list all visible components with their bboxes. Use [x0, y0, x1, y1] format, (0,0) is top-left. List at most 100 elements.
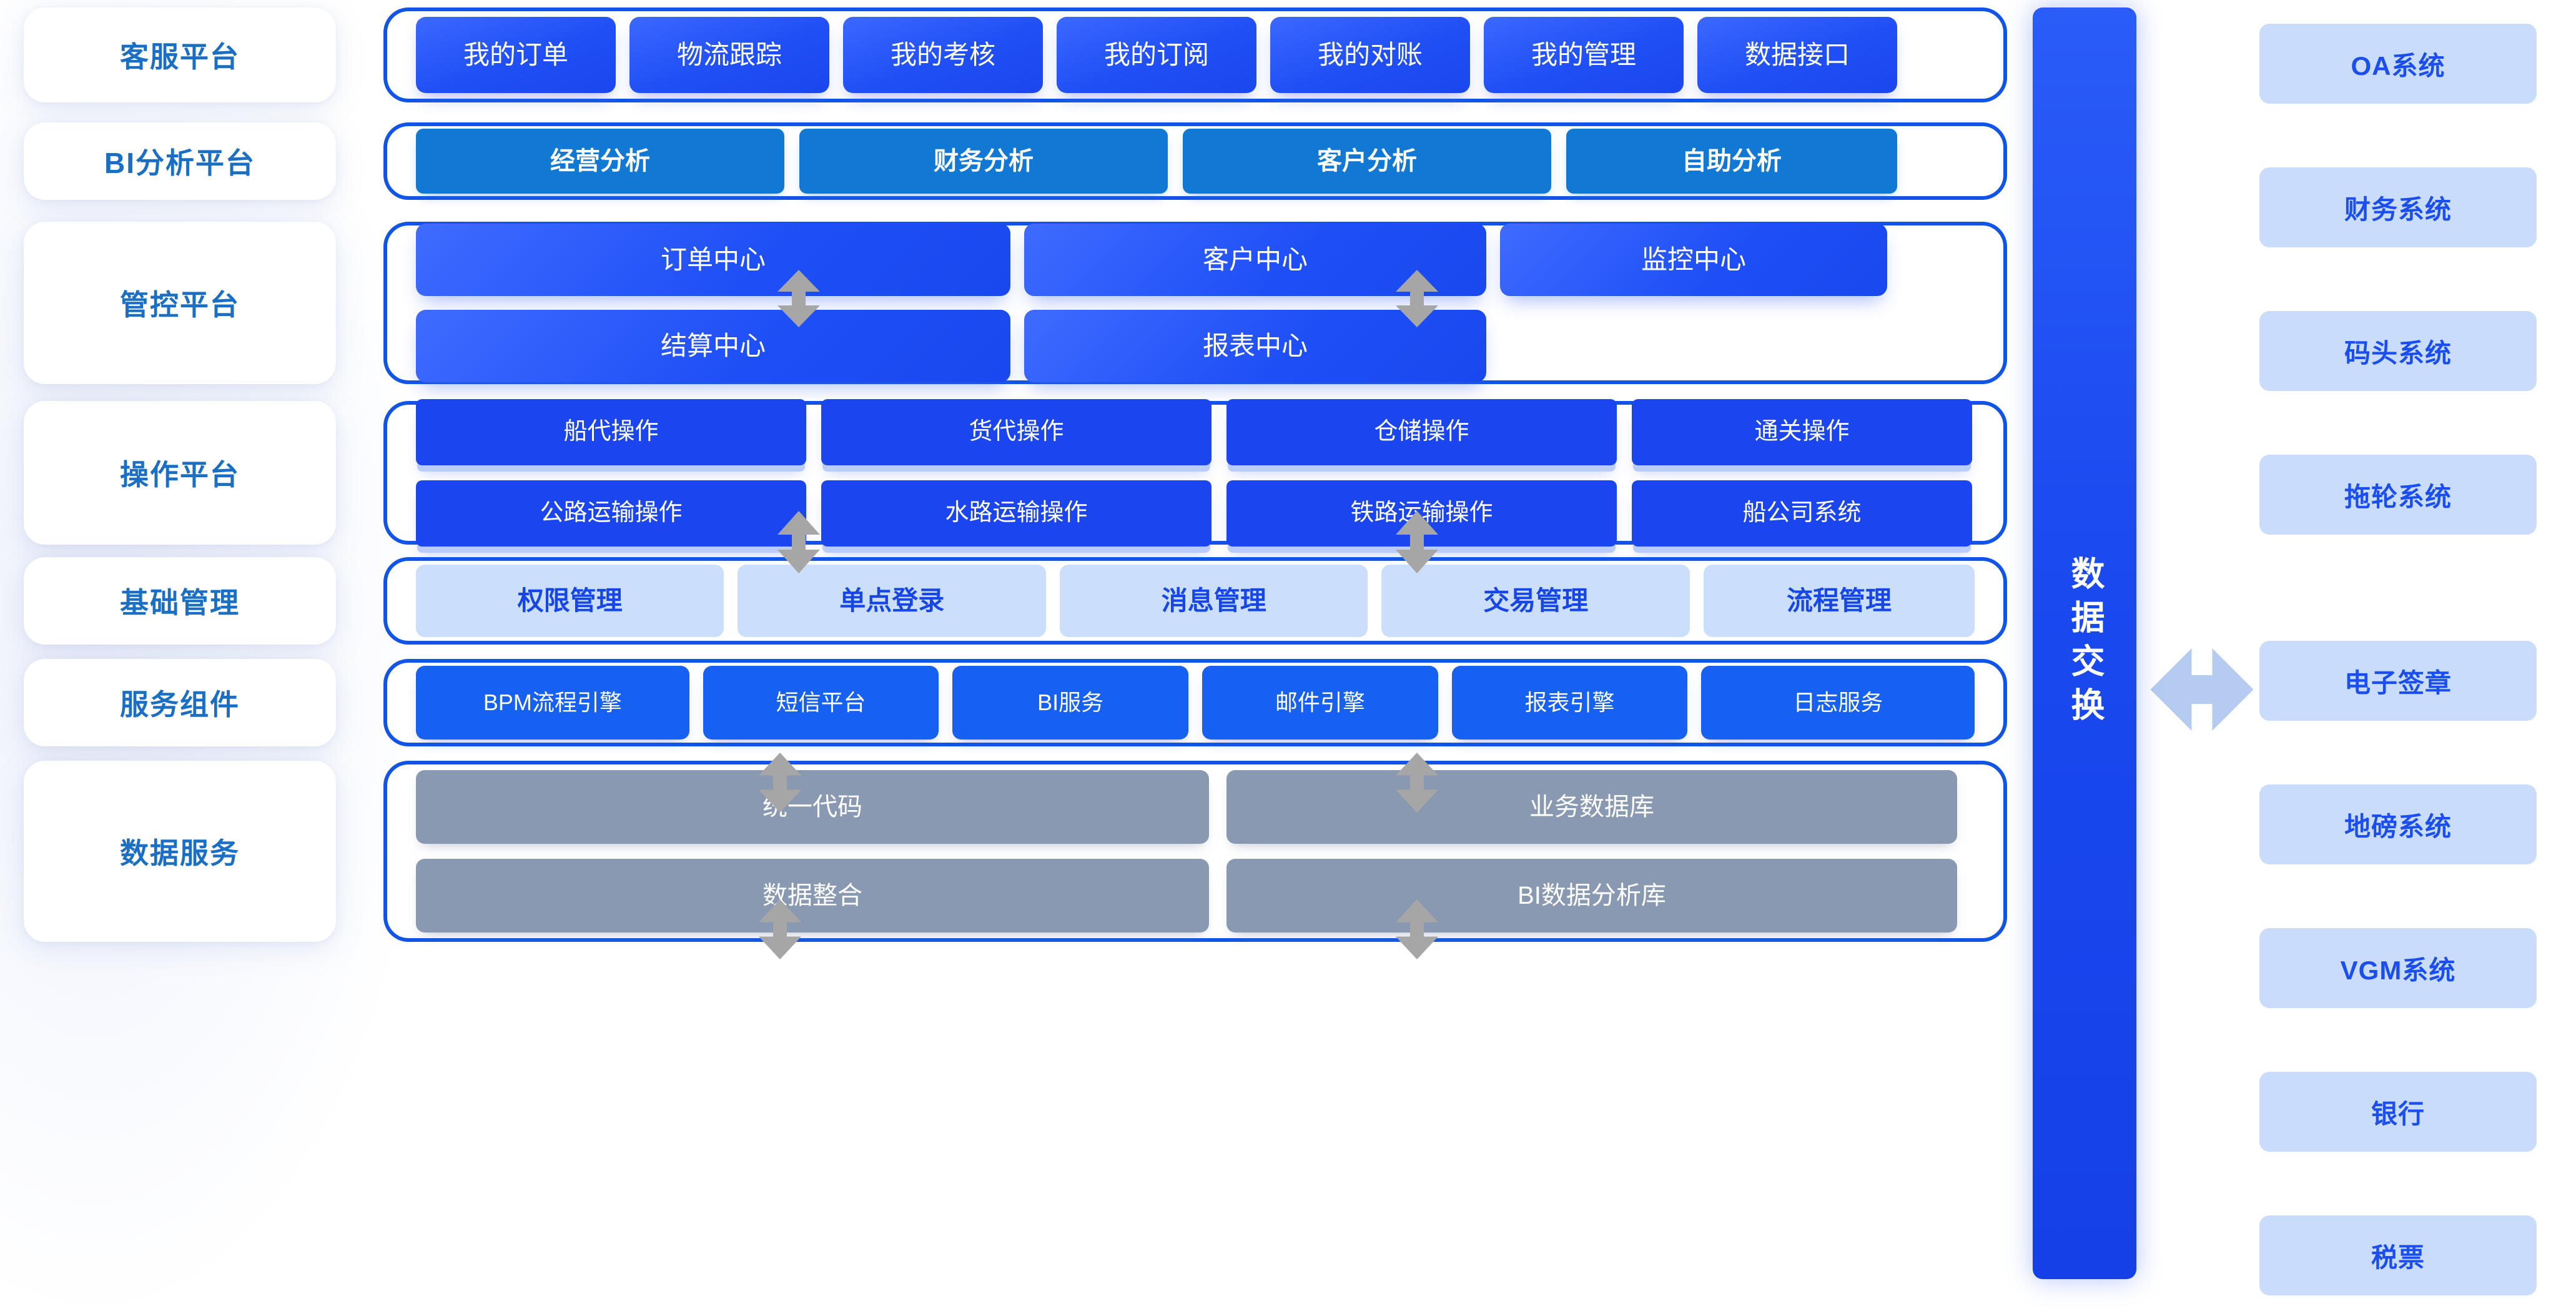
- external-system-label: 电子签章: [2344, 668, 2452, 698]
- module-tile[interactable]: 货代操作: [821, 399, 1212, 465]
- external-system-card-4[interactable]: 拖轮系统: [2259, 455, 2537, 535]
- vertical-double-arrow-icon: [1396, 899, 1438, 959]
- module-tile[interactable]: 仓储操作: [1226, 399, 1617, 465]
- external-system-label: OA系统: [2351, 51, 2445, 81]
- module-tile[interactable]: 报表引擎: [1451, 666, 1688, 740]
- section-operation-platform: 船代操作货代操作仓储操作通关操作公路运输操作水路运输操作铁路运输操作船公司系统: [383, 399, 2007, 547]
- section-control-platform: 订单中心客户中心监控中心结算中心报表中心: [383, 222, 2007, 384]
- module-tile[interactable]: 统一代码: [416, 770, 1209, 844]
- external-system-label: 拖轮系统: [2344, 482, 2452, 512]
- module-tile[interactable]: 日志服务: [1701, 666, 1975, 740]
- module-tile[interactable]: 订单中心: [416, 224, 1010, 296]
- external-system-card-7[interactable]: 银行: [2259, 1072, 2537, 1152]
- section-row: 公路运输操作水路运输操作铁路运输操作船公司系统: [416, 480, 1975, 547]
- module-tile[interactable]: 我的订单: [416, 17, 616, 93]
- external-system-card-5[interactable]: 地磅系统: [2259, 784, 2537, 864]
- external-systems-column: OA系统财务系统码头系统电子签章 拖轮系统地磅系统 VGM系统银行税票: [2259, 0, 2553, 1316]
- module-tile[interactable]: 公路运输操作: [416, 480, 806, 547]
- section-row: 船代操作货代操作仓储操作通关操作: [416, 399, 1975, 465]
- vertical-double-arrow-icon: [1396, 753, 1438, 813]
- sidebar-layer-card-2[interactable]: 管控平台: [24, 222, 336, 384]
- sidebar-layer-label: BI分析平台: [104, 147, 255, 179]
- sidebar-layer-label: 基础管理: [120, 586, 240, 619]
- external-system-label: 税票: [2371, 1242, 2425, 1272]
- platform-layer-sidebar: 客服平台 BI分析平台管控平台操作平台基础管理服务组件数据服务: [24, 0, 348, 1316]
- module-tile[interactable]: 单点登录: [738, 565, 1046, 637]
- module-tile[interactable]: 结算中心: [416, 310, 1010, 382]
- horizontal-double-arrow-icon: [2147, 648, 2257, 734]
- module-tile[interactable]: 权限管理: [416, 565, 724, 637]
- section-row: 结算中心报表中心: [416, 310, 1975, 382]
- module-tile[interactable]: 报表中心: [1024, 310, 1486, 382]
- external-system-label: 财务系统: [2344, 194, 2452, 224]
- data-exchange-label: 数据交换: [2066, 556, 2103, 731]
- module-tile[interactable]: 交易管理: [1381, 565, 1690, 637]
- section-base-management: 权限管理单点登录消息管理交易管理流程管理: [383, 557, 2007, 645]
- module-tile[interactable]: BPM流程引擎: [416, 666, 689, 740]
- external-system-label: 码头系统: [2344, 338, 2452, 368]
- external-system-label: VGM系统: [2340, 955, 2456, 985]
- module-tile[interactable]: 自助分析: [1566, 129, 1897, 194]
- module-tile[interactable]: 物流跟踪: [629, 17, 829, 93]
- external-system-card-3[interactable]: 电子签章: [2259, 641, 2537, 721]
- module-tile[interactable]: 我的考核: [843, 17, 1043, 93]
- section-row: 统一代码业务数据库: [416, 770, 1975, 844]
- module-tile[interactable]: 数据接口: [1697, 17, 1897, 93]
- module-tile[interactable]: 通关操作: [1632, 399, 1972, 465]
- module-tile[interactable]: 我的管理: [1484, 17, 1684, 93]
- data-exchange-bar[interactable]: 数据交换: [2033, 7, 2136, 1279]
- module-tile[interactable]: 监控中心: [1500, 224, 1887, 296]
- sidebar-layer-label: 客服平台: [120, 41, 240, 73]
- module-tile[interactable]: 船代操作: [416, 399, 806, 465]
- module-tile[interactable]: 业务数据库: [1226, 770, 1957, 844]
- module-tile[interactable]: BI数据分析库: [1226, 859, 1957, 933]
- vertical-double-arrow-icon: [1396, 511, 1438, 573]
- module-tile[interactable]: 流程管理: [1703, 565, 1975, 637]
- external-system-card-2[interactable]: 码头系统: [2259, 311, 2537, 391]
- sidebar-layer-label: 管控平台: [120, 289, 240, 321]
- sidebar-layer-label: 服务组件: [120, 688, 240, 721]
- module-tile[interactable]: 数据整合: [416, 859, 1209, 933]
- vertical-double-arrow-icon: [777, 511, 820, 573]
- sidebar-layer-card-4[interactable]: 基础管理: [24, 557, 336, 645]
- module-tile[interactable]: BI服务: [952, 666, 1189, 740]
- module-tile[interactable]: 船公司系统: [1632, 480, 1972, 547]
- module-tile[interactable]: 客户分析: [1183, 129, 1551, 194]
- section-bi-analysis-platform: 经营分析财务分析客户分析自助分析: [383, 122, 2007, 200]
- section-customer-service-platform: 我的订单物流跟踪我的考核我的订阅我的对账我的管理数据接口: [383, 7, 2007, 102]
- vertical-double-arrow-icon: [777, 270, 820, 327]
- sidebar-layer-card-0[interactable]: 客服平台: [24, 7, 336, 102]
- section-row: 权限管理单点登录消息管理交易管理流程管理: [416, 565, 1975, 637]
- module-tile[interactable]: 水路运输操作: [821, 480, 1212, 547]
- section-row: 经营分析财务分析客户分析自助分析: [416, 129, 1975, 194]
- sidebar-layer-label: 操作平台: [120, 458, 240, 491]
- vertical-double-arrow-icon: [1396, 270, 1438, 327]
- module-tile[interactable]: 财务分析: [799, 129, 1168, 194]
- external-system-card-6[interactable]: VGM系统: [2259, 928, 2537, 1008]
- module-tile[interactable]: 邮件引擎: [1202, 666, 1438, 740]
- module-tile[interactable]: 客户中心: [1024, 224, 1486, 296]
- external-system-label: 地磅系统: [2344, 811, 2452, 841]
- sidebar-layer-card-6[interactable]: 数据服务: [24, 761, 336, 942]
- module-tile[interactable]: 经营分析: [416, 129, 784, 194]
- module-tile[interactable]: 短信平台: [703, 666, 939, 740]
- vertical-double-arrow-icon: [759, 753, 801, 813]
- external-system-card-8[interactable]: 税票: [2259, 1215, 2537, 1295]
- module-tile[interactable]: 消息管理: [1059, 565, 1368, 637]
- vertical-double-arrow-icon: [759, 899, 801, 959]
- external-system-card-0[interactable]: OA系统: [2259, 24, 2537, 104]
- module-tile[interactable]: 我的对账: [1270, 17, 1470, 93]
- sidebar-layer-card-1[interactable]: BI分析平台: [24, 122, 336, 200]
- external-system-label: 银行: [2371, 1099, 2425, 1129]
- section-row: 订单中心客户中心监控中心: [416, 224, 1975, 296]
- sidebar-layer-card-3[interactable]: 操作平台: [24, 401, 336, 545]
- section-row: 我的订单物流跟踪我的考核我的订阅我的对账我的管理数据接口: [416, 17, 1975, 93]
- sidebar-layer-card-5[interactable]: 服务组件: [24, 659, 336, 746]
- external-system-card-1[interactable]: 财务系统: [2259, 167, 2537, 247]
- module-tile[interactable]: 我的订阅: [1057, 17, 1256, 93]
